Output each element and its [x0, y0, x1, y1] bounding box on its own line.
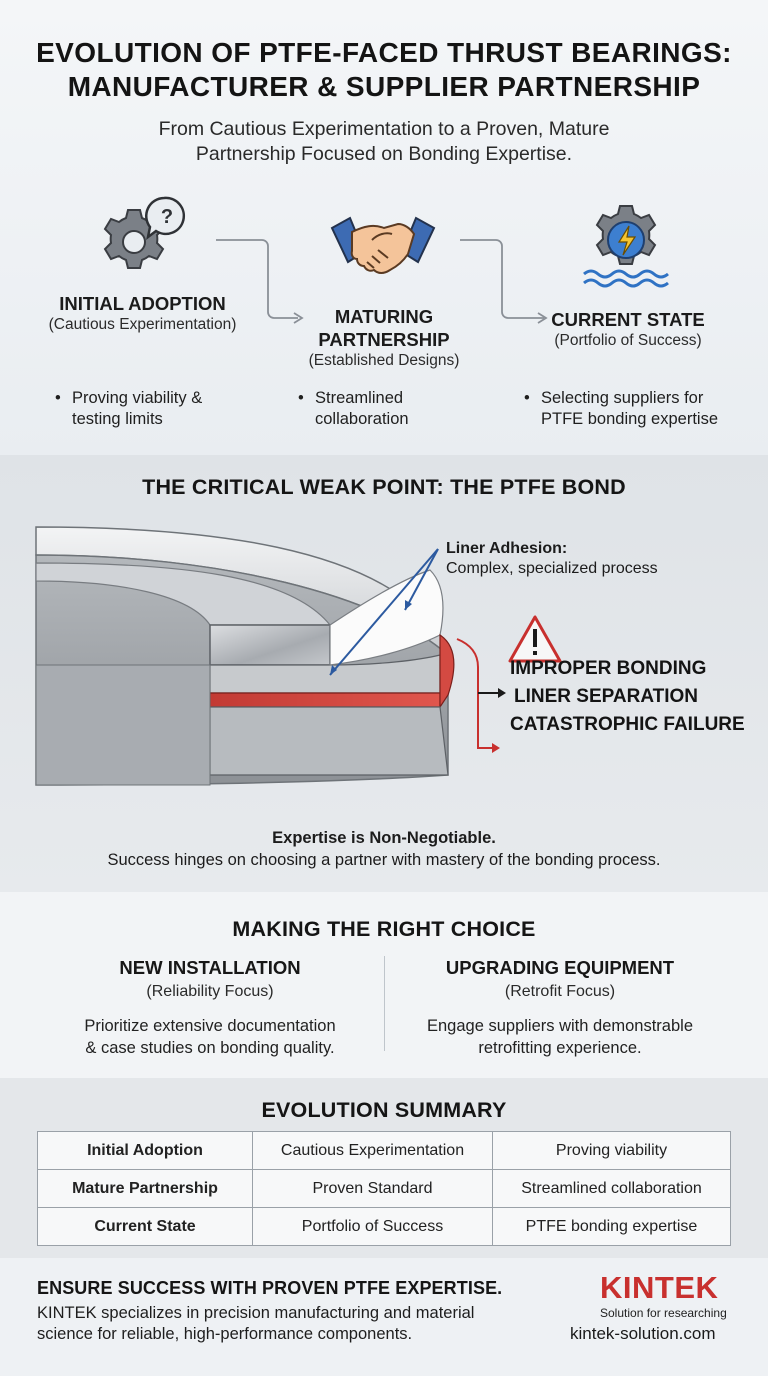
choice-section: MAKING THE RIGHT CHOICE NEW INSTALLATION…	[0, 892, 768, 1078]
brand-tagline: Solution for researching	[600, 1306, 727, 1320]
expertise-note: Expertise is Non-Negotiable. Success hin…	[107, 829, 661, 869]
flow-arrow-1	[216, 239, 304, 324]
page-title: EVOLUTION OF PTFE-FACED THRUST BEARINGS:…	[36, 37, 732, 102]
stage-maturing-bullet: Streamlined collaboration	[298, 388, 408, 430]
failure-chain: IMPROPER BONDING LINER SEPARATION CATAST…	[510, 658, 745, 735]
footer-title: ENSURE SUCCESS WITH PROVEN PTFE EXPERTIS…	[37, 1278, 503, 1298]
warning-icon	[508, 615, 562, 663]
summary-title: EVOLUTION SUMMARY	[261, 1098, 507, 1122]
choice-title: MAKING THE RIGHT CHOICE	[232, 917, 536, 941]
footer-section: ENSURE SUCCESS WITH PROVEN PTFE EXPERTIS…	[0, 1258, 768, 1376]
stage-maturing-partnership: MATURING PARTNERSHIP (Established Design…	[308, 306, 460, 369]
gear-lightning-water-icon	[583, 205, 669, 288]
stage-current-bullet: Selecting suppliers for PTFE bonding exp…	[524, 388, 718, 430]
page-subtitle: From Cautious Experimentation to a Prove…	[158, 118, 610, 165]
choice-new-installation: NEW INSTALLATION (Reliability Focus) Pri…	[84, 957, 336, 1057]
stage-initial-bullet: Proving viability & testing limits	[55, 388, 202, 430]
kintek-logo: KINTEK	[600, 1270, 719, 1305]
gear-question-icon: ?	[103, 196, 186, 269]
choice-divider	[384, 956, 385, 1051]
website-link[interactable]: kintek-solution.com	[570, 1324, 716, 1343]
stage-initial-adoption: INITIAL ADOPTION (Cautious Experimentati…	[48, 293, 237, 333]
table-row: Initial Adoption Cautious Experimentatio…	[37, 1131, 731, 1170]
flow-arrow-2	[460, 239, 548, 324]
table-row: Mature Partnership Proven Standard Strea…	[37, 1169, 731, 1208]
liner-adhesion-label: Liner Adhesion: Complex, specialized pro…	[446, 540, 658, 577]
svg-text:?: ?	[161, 206, 173, 228]
weak-point-section: THE CRITICAL WEAK POINT: THE PTFE BOND	[0, 455, 768, 892]
weak-point-title: THE CRITICAL WEAK POINT: THE PTFE BOND	[142, 475, 626, 499]
stage-current-state: CURRENT STATE (Portfolio of Success)	[551, 309, 705, 349]
bearing-cross-section-illustration	[35, 526, 562, 786]
summary-table: Initial Adoption Cautious Experimentatio…	[37, 1131, 731, 1246]
handshake-icon	[330, 216, 436, 274]
summary-section: EVOLUTION SUMMARY Initial Adoption Cauti…	[0, 1078, 768, 1258]
table-row: Current State Portfolio of Success PTFE …	[37, 1207, 731, 1246]
choice-upgrading-equipment: UPGRADING EQUIPMENT (Retrofit Focus) Eng…	[427, 957, 693, 1057]
footer-text: KINTEK specializes in precision manufact…	[37, 1304, 475, 1343]
header-section: EVOLUTION OF PTFE-FACED THRUST BEARINGS:…	[0, 0, 768, 455]
